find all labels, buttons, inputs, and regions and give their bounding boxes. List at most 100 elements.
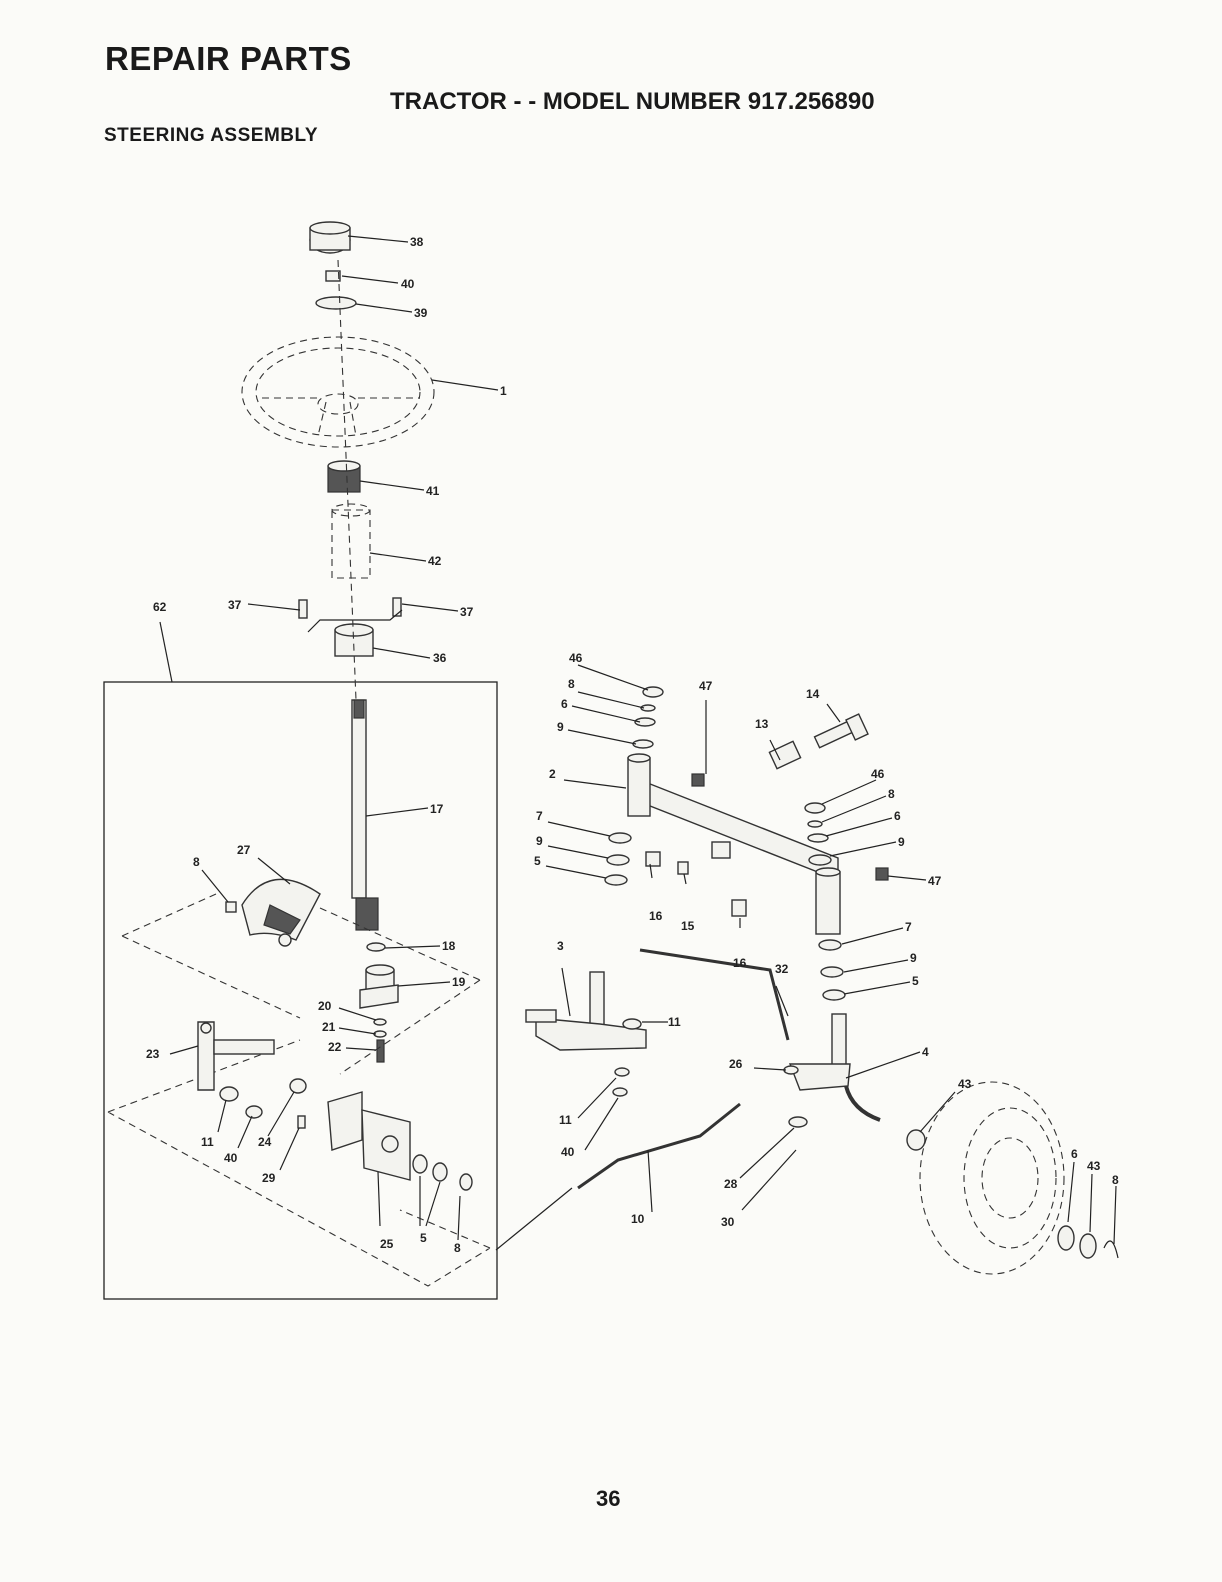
shaft-sleeve <box>331 503 371 579</box>
callout-37-right: 37 <box>460 605 474 619</box>
callout-25: 25 <box>380 1237 394 1251</box>
callout-9-left: 9 <box>536 834 543 848</box>
callout-13: 13 <box>755 717 769 731</box>
callout-11-spindle: 11 <box>668 1015 681 1029</box>
callout-11-lower: 11 <box>559 1113 572 1127</box>
callout-9-right: 9 <box>910 951 917 965</box>
callout-5-left: 5 <box>534 854 541 868</box>
callout-3: 3 <box>557 939 564 953</box>
page-title: REPAIR PARTS <box>105 40 352 77</box>
retaining-ring-8 <box>1103 1240 1119 1259</box>
steering-shaft <box>351 699 379 931</box>
steering-cap <box>309 221 351 254</box>
callout-47-right: 47 <box>928 874 942 888</box>
steering-washer <box>315 296 357 310</box>
clip-8-sector <box>225 901 237 913</box>
callout-36: 36 <box>433 651 447 665</box>
steering-bushing <box>334 623 374 657</box>
washer-6-outer <box>1057 1225 1075 1251</box>
screw-29 <box>297 1115 306 1129</box>
fitting-47-left <box>691 773 705 787</box>
callout-1: 1 <box>500 384 507 398</box>
callout-15: 15 <box>681 919 695 933</box>
callout-40: 40 <box>401 277 415 291</box>
screw-37-left <box>298 599 308 619</box>
page-number: 36 <box>596 1486 621 1511</box>
callout-8-right: 8 <box>888 787 895 801</box>
callout-47-left: 47 <box>699 679 713 693</box>
callout-2: 2 <box>549 767 556 781</box>
sector-gear <box>241 878 321 947</box>
callout-16-right: 16 <box>733 956 747 970</box>
front-axle <box>627 753 841 935</box>
callout-4: 4 <box>922 1045 929 1059</box>
callout-30: 30 <box>721 1215 735 1229</box>
callout-46-left: 46 <box>569 651 583 665</box>
callout-42: 42 <box>428 554 442 568</box>
callout-38: 38 <box>410 235 424 249</box>
bushing-24 <box>289 1078 307 1094</box>
fitting-47-right <box>875 867 889 881</box>
callout-41: 41 <box>426 484 440 498</box>
callout-18: 18 <box>442 939 456 953</box>
screw-37-right <box>392 597 402 617</box>
cap-46-left <box>642 686 664 698</box>
callout-39: 39 <box>414 306 428 320</box>
callout-21: 21 <box>322 1020 336 1034</box>
drag-link <box>639 948 790 1041</box>
callout-27: 27 <box>237 843 251 857</box>
callout-10: 10 <box>631 1212 645 1226</box>
callout-46-right: 46 <box>871 767 885 781</box>
callout-62: 62 <box>153 600 167 614</box>
callout-17: 17 <box>430 802 444 816</box>
callout-28: 28 <box>724 1177 738 1191</box>
callout-7-right: 7 <box>905 920 912 934</box>
callout-14: 14 <box>806 687 820 701</box>
callout-7-left: 7 <box>536 809 543 823</box>
front-wheel <box>919 1081 1065 1275</box>
callout-43-inner: 43 <box>958 1077 972 1091</box>
sub-assembly-frame <box>103 681 498 1300</box>
spindle-right <box>788 1013 881 1122</box>
callout-11-frame: 11 <box>201 1135 214 1149</box>
washer-40-frame <box>245 1105 263 1119</box>
callout-23: 23 <box>146 1047 160 1061</box>
bushing-16-right <box>731 899 747 917</box>
section-heading: STEERING ASSEMBLY <box>104 125 319 146</box>
callout-32: 32 <box>775 962 789 976</box>
callout-20: 20 <box>318 999 332 1013</box>
callout-6-outer: 6 <box>1071 1147 1078 1161</box>
bushing-16-left <box>645 851 661 867</box>
callout-40-frame: 40 <box>224 1151 238 1165</box>
callout-8-left: 8 <box>568 677 575 691</box>
washer-18 <box>366 942 386 952</box>
model-number-heading: TRACTOR - - MODEL NUMBER 917.256890 <box>390 88 875 115</box>
callout-37-left: 37 <box>228 598 242 612</box>
steering-wheel <box>241 336 435 448</box>
cap-46-right <box>804 802 826 814</box>
callout-16-left: 16 <box>649 909 663 923</box>
callout-8-sector: 8 <box>193 855 200 869</box>
fitting-15 <box>677 861 689 875</box>
callout-5-right: 5 <box>912 974 919 988</box>
pitman-arm <box>197 1021 275 1091</box>
steering-support-bracket <box>327 1091 411 1181</box>
callout-19: 19 <box>452 975 466 989</box>
spacer-13 <box>768 740 802 770</box>
tie-rod <box>577 1102 741 1190</box>
steering-nut <box>325 270 341 282</box>
spindle-left <box>525 971 647 1051</box>
steering-bracket <box>359 964 399 1009</box>
washer-43-outer <box>1079 1233 1097 1259</box>
callout-26: 26 <box>729 1057 743 1071</box>
callout-6-left: 6 <box>561 697 568 711</box>
callout-24: 24 <box>258 1135 272 1149</box>
callout-9-left-top: 9 <box>557 720 564 734</box>
washer-11-frame <box>219 1086 239 1102</box>
steering-adapter <box>327 460 361 493</box>
callout-22: 22 <box>328 1040 342 1054</box>
callout-29: 29 <box>262 1171 276 1185</box>
callout-40-lower: 40 <box>561 1145 575 1159</box>
washer-43-inner <box>906 1129 926 1151</box>
